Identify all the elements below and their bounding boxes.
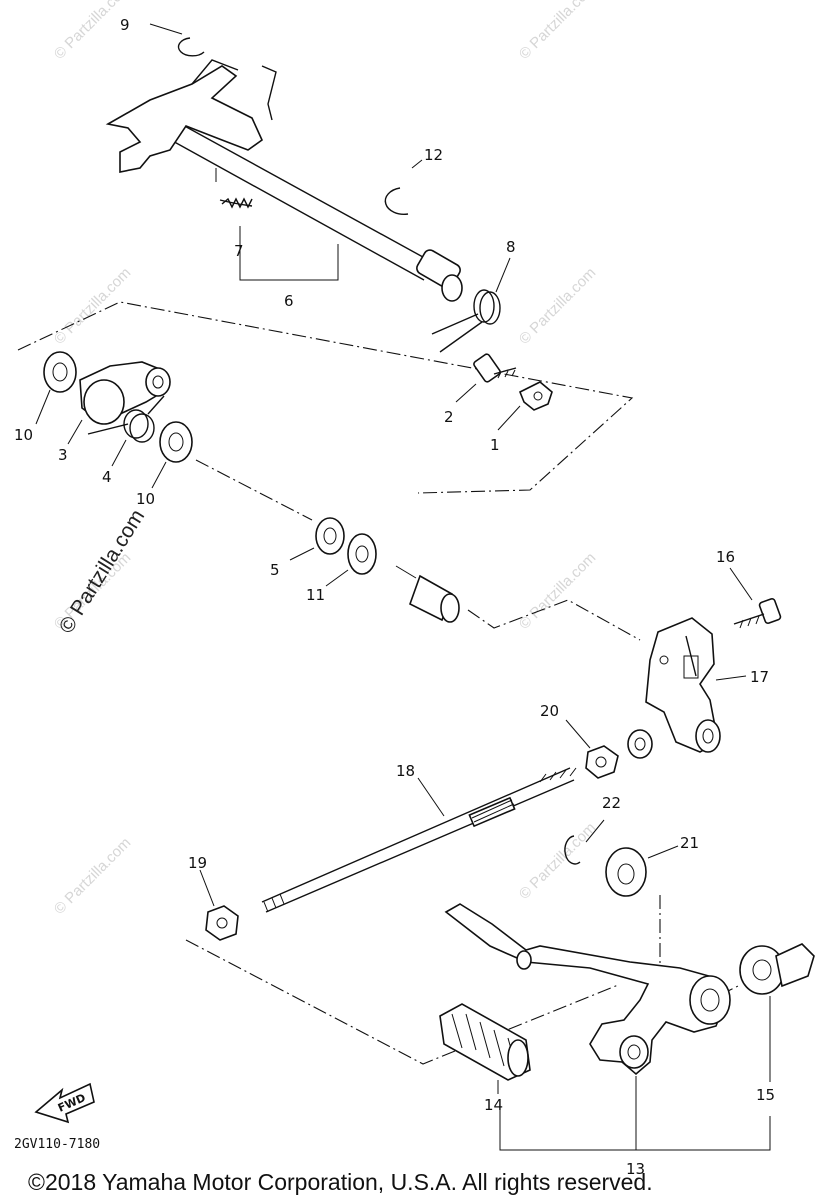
copyright-notice: ©2018 Yamaha Motor Corporation, U.S.A. A… <box>28 1169 653 1195</box>
part-label-1: 1 <box>490 436 500 454</box>
washer-11 <box>325 533 377 587</box>
part-label-10-lower: 10 <box>136 490 155 508</box>
shift-pedal-13 <box>444 903 731 1076</box>
part-label-12: 12 <box>424 146 443 164</box>
washer-10-bottom <box>159 421 193 463</box>
part-label-9: 9 <box>120 16 130 34</box>
bolt-2 <box>455 353 517 403</box>
part-label-18: 18 <box>396 762 415 780</box>
joint-15 <box>739 943 815 1082</box>
part-label-14: 14 <box>484 1096 503 1114</box>
part-label-10-upper: 10 <box>14 426 33 444</box>
shaft-end <box>395 565 460 623</box>
part-labels: 9 12 7 6 8 2 1 10 3 4 10 5 11 16 17 20 1… <box>14 16 775 1178</box>
watermark: © Partzilla.com <box>516 819 599 902</box>
part-label-15: 15 <box>756 1086 775 1104</box>
part-label-20: 20 <box>540 702 559 720</box>
part-label-5: 5 <box>270 561 280 579</box>
part-label-21: 21 <box>680 834 699 852</box>
shift-arm-17 <box>627 617 747 759</box>
shift-arm <box>105 65 264 173</box>
assembly-line <box>185 939 619 1065</box>
part-label-2: 2 <box>444 408 454 426</box>
part-label-16: 16 <box>716 548 735 566</box>
watermarks: © Partzilla.com © Partzilla.com © Partzi… <box>51 0 599 918</box>
stopper-plate-1 <box>497 381 553 431</box>
circlip-9 <box>177 37 205 57</box>
stopper-lever-assembly <box>35 351 193 489</box>
spring-4 <box>123 409 149 439</box>
watermark: © Partzilla.com <box>51 834 134 917</box>
watermark-large: © Partzilla.com <box>55 505 149 637</box>
assembly-box-upper <box>17 301 634 494</box>
part-label-7: 7 <box>234 242 244 260</box>
part-label-17: 17 <box>750 668 769 686</box>
circlip-22 <box>564 819 605 865</box>
nut-20 <box>565 719 619 779</box>
part-label-11: 11 <box>306 586 325 604</box>
bolt-16 <box>729 567 782 629</box>
watermark: © Partzilla.com <box>516 549 599 632</box>
pedal-rubber-14 <box>439 1003 531 1094</box>
washer-10-top <box>43 351 77 393</box>
part-label-4: 4 <box>102 468 112 486</box>
assembly-line <box>195 459 313 521</box>
part-label-22: 22 <box>602 794 621 812</box>
oil-seal-5 <box>289 517 345 561</box>
shift-rod-18 <box>261 767 577 913</box>
part-label-8: 8 <box>506 238 516 256</box>
watermark: © Partzilla.com <box>516 0 599 63</box>
watermark: © Partzilla.com <box>51 264 134 347</box>
return-spring-8 <box>431 257 511 353</box>
part-label-3: 3 <box>58 446 68 464</box>
assembly-line <box>467 599 641 641</box>
part-label-6: 6 <box>284 292 294 310</box>
circlip-12 <box>384 187 409 216</box>
shift-shaft-assembly <box>105 59 463 302</box>
nut-19 <box>199 869 239 941</box>
part-label-13: 13 <box>626 1160 645 1178</box>
watermark: © Partzilla.com <box>516 264 599 347</box>
part-label-19: 19 <box>188 854 207 872</box>
drawing-code: 2GV110-7180 <box>14 1137 100 1152</box>
fwd-arrow-icon: FWD <box>34 1082 95 1124</box>
washer-21 <box>605 845 679 897</box>
shift-shaft <box>169 117 433 263</box>
